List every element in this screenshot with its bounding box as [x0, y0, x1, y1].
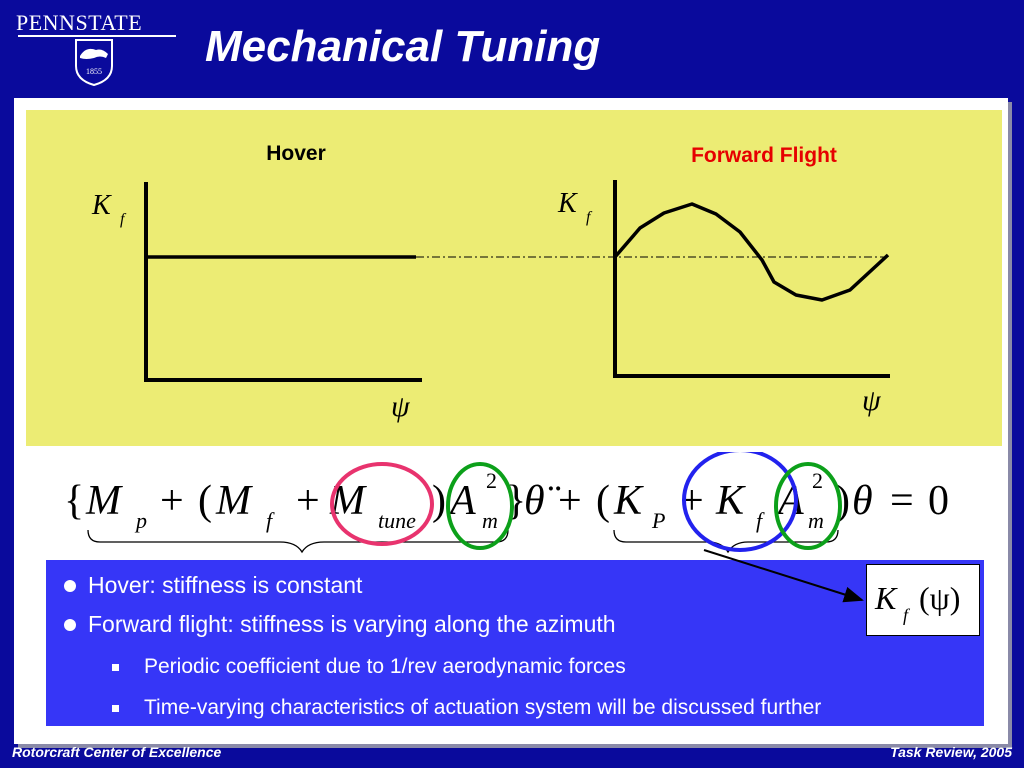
eq-sub-tune: tune	[378, 508, 416, 533]
footer-event: Task Review, 2005	[890, 744, 1012, 760]
eq-sup-2-a: 2	[486, 468, 497, 493]
eq-paren-close-1: )	[432, 478, 446, 524]
eq-theta: θ	[852, 478, 873, 524]
equation-of-motion: { M + ( M + M ) A } θ̈ + ( K + K A ) θ =…	[64, 452, 949, 554]
eq-sub-P: P	[651, 508, 665, 533]
plot-area: Hover K f ψ Forward Flight K f ψ	[26, 110, 1002, 446]
logo-text: PENNSTATE	[16, 10, 143, 35]
eq-zero: 0	[928, 478, 949, 524]
eq-paren-open-2: (	[596, 478, 610, 524]
eq-theta-ddot: θ̈	[524, 478, 561, 524]
pointer-arrow	[703, 549, 864, 603]
sub-bullet-text: Time-varying characteristics of actuatio…	[144, 696, 822, 719]
eq-plus-1: +	[160, 478, 184, 524]
seal-year: 1855	[86, 67, 102, 76]
eq-mass-p: M	[85, 478, 123, 524]
hover-y-subscript: f	[120, 211, 127, 228]
bullet-square-icon	[112, 704, 119, 712]
eq-sub-p: p	[134, 508, 147, 533]
hover-x-label: ψ	[391, 390, 411, 423]
kf-sub-f: f	[903, 605, 911, 625]
eq-equals: =	[890, 478, 914, 524]
eq-open-brace: {	[64, 478, 84, 524]
bullet-item: Forward flight: stiffness is varying alo…	[64, 611, 616, 638]
hover-plot-title: Hover	[266, 142, 326, 165]
area-highlight-circle-2	[774, 462, 842, 550]
area-highlight-circle-1	[446, 462, 514, 550]
forward-y-subscript: f	[586, 209, 593, 226]
forward-flight-plot-title: Forward Flight	[691, 144, 837, 167]
bullet-item: Hover: stiffness is constant	[64, 572, 362, 599]
eq-plus-2: +	[296, 478, 320, 524]
forward-x-label: ψ	[862, 384, 882, 417]
mass-underbrace	[87, 529, 509, 554]
kf-arg: (ψ)	[919, 580, 960, 616]
forward-stiffness-curve	[613, 202, 890, 302]
eq-stiffness-f: K	[715, 478, 746, 524]
stiffness-underbrace	[613, 529, 839, 554]
forward-y-label: K	[557, 188, 578, 219]
stiffness-plots: Hover K f ψ Forward Flight K f ψ	[91, 142, 890, 423]
kf-psi-expression: K f (ψ)	[874, 580, 960, 625]
page-title: Mechanical Tuning	[205, 22, 601, 71]
pennstate-logo: PENNSTATE 1855	[14, 8, 180, 86]
eq-plus-3: +	[558, 478, 582, 524]
eq-sub-m-2: m	[808, 508, 824, 533]
kf-psi-box: K f (ψ)	[866, 564, 980, 636]
nittany-lion-seal-icon: 1855	[75, 39, 113, 86]
bullet-list-box: Hover: stiffness is constant Forward fli…	[46, 560, 984, 726]
footer-organization: Rotorcraft Center of Excellence	[12, 744, 222, 760]
sub-bullet-text: Periodic coefficient due to 1/rev aerody…	[144, 655, 626, 678]
eq-sup-2-b: 2	[812, 468, 823, 493]
logo-rule	[18, 35, 176, 37]
bullet-dot-icon	[64, 618, 76, 631]
bullet-text: Forward flight: stiffness is varying alo…	[88, 611, 616, 637]
bullet-square-icon	[112, 663, 119, 671]
sub-bullet-item: Periodic coefficient due to 1/rev aerody…	[112, 655, 626, 679]
eq-sub-f-2: f	[756, 508, 765, 533]
eq-paren-open-1: (	[198, 478, 212, 524]
bullet-text: Hover: stiffness is constant	[88, 572, 363, 598]
eq-mass-f: M	[215, 478, 253, 524]
sub-bullet-item: Time-varying characteristics of actuatio…	[112, 696, 821, 720]
kf-K: K	[874, 580, 898, 616]
eq-stiffness-p: K	[613, 478, 644, 524]
stiffness-highlight-circle	[682, 452, 798, 552]
eq-sub-f-1: f	[266, 508, 275, 533]
bullet-dot-icon	[64, 579, 76, 592]
tuning-mass-highlight-circle	[330, 462, 434, 546]
hover-y-label: K	[91, 190, 112, 221]
eq-sub-m-1: m	[482, 508, 498, 533]
